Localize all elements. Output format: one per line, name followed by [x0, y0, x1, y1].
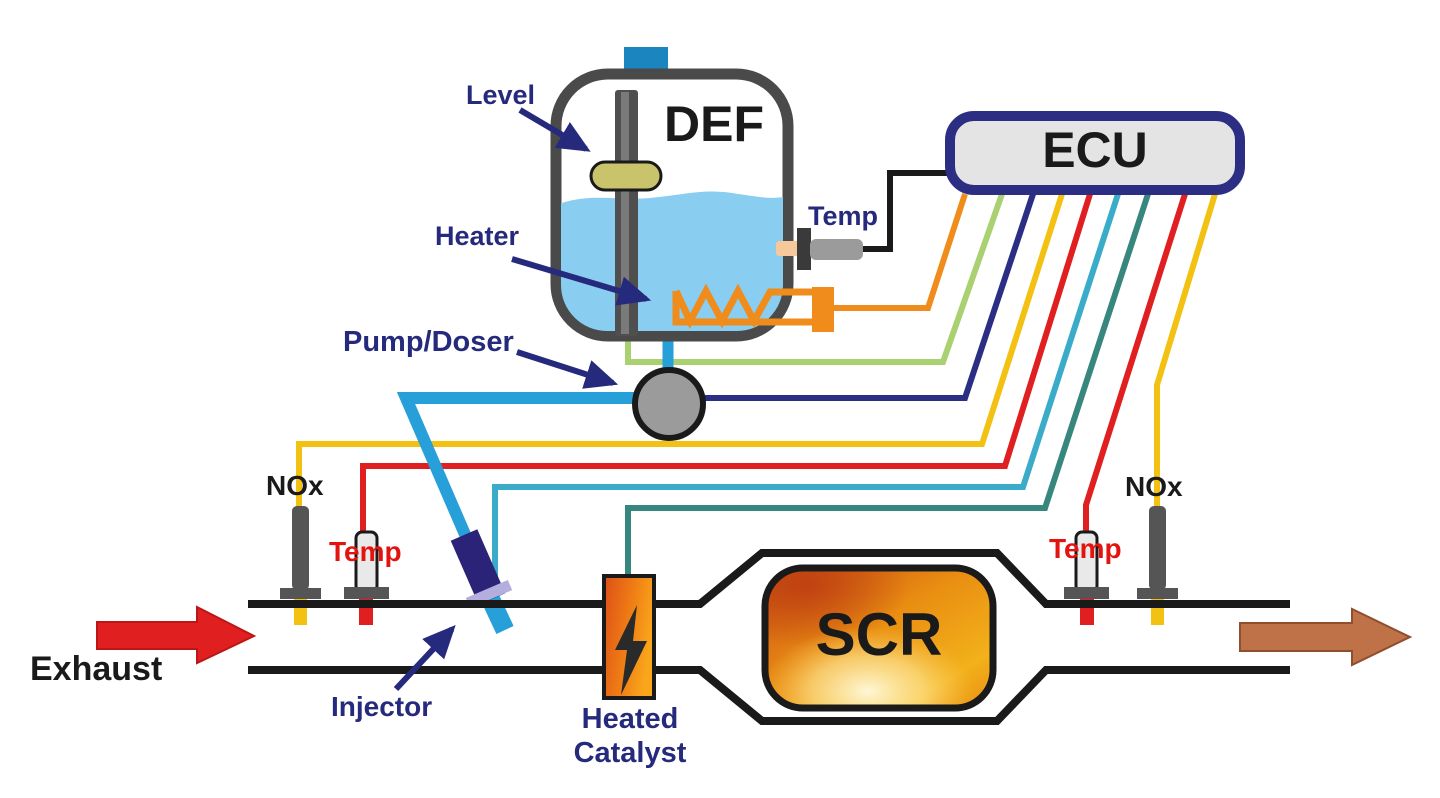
wire-temp-left-red — [360, 193, 1093, 534]
heater-label: Heater — [435, 221, 520, 251]
nox-right-label: NOx — [1125, 471, 1183, 502]
nox-sensor-right — [1137, 506, 1178, 599]
heater-pointer-arrow — [511, 256, 652, 306]
nox-sensor-left — [280, 506, 321, 599]
lightning-bolt-icon — [615, 605, 647, 695]
wire-nox-left-yellow — [296, 193, 1065, 508]
wire-nox-right-yellow — [1154, 193, 1218, 508]
ecu-label: ECU — [1042, 122, 1148, 178]
def-tank-label: DEF — [664, 96, 764, 152]
tank-heater-element — [672, 283, 812, 329]
def-supply-line — [396, 392, 640, 549]
injector-pointer-arrow — [393, 625, 456, 692]
exhaust-inlet-arrow — [96, 605, 257, 665]
tank-temp-sensor — [776, 228, 863, 270]
pump-pointer-arrow — [516, 349, 619, 389]
ecu-box — [945, 111, 1245, 195]
def-tank — [550, 47, 863, 342]
level-label: Level — [466, 80, 536, 110]
level-float — [589, 160, 663, 192]
tank-temp-label: Temp — [808, 201, 879, 231]
pump-doser-label: Pump/Doser — [343, 326, 514, 358]
def-fluid — [561, 191, 783, 331]
heater-connector-block — [812, 287, 834, 332]
wire-level-green — [625, 193, 1005, 365]
nox-left-label: NOx — [266, 470, 324, 501]
scr-label: SCR — [815, 601, 943, 668]
wire-catalyst-teal — [625, 193, 1151, 578]
scr-catalyst — [761, 564, 997, 712]
level-sensor — [589, 90, 663, 336]
label-pointer-arrows — [393, 107, 652, 692]
exhaust-label: Exhaust — [30, 650, 163, 688]
wire-temp-right-red — [1083, 193, 1188, 534]
heated-catalyst — [602, 574, 656, 700]
wire-pump-navy — [700, 193, 1036, 401]
temp-sensor-left — [344, 530, 389, 599]
heated-catalyst-label: Heated Catalyst — [573, 703, 687, 770]
outlet-arrow — [1239, 607, 1413, 667]
injector-label: Injector — [331, 691, 433, 722]
injector-body — [450, 529, 506, 605]
temp-sensor-right — [1064, 530, 1109, 599]
level-pointer-arrow — [518, 107, 591, 152]
temp-right-label: Temp — [1049, 533, 1122, 564]
pump-doser-unit — [632, 367, 706, 441]
wire-tank-temp-black — [860, 170, 950, 252]
ecu-wiring-harness — [296, 170, 1218, 580]
temp-left-label: Temp — [329, 536, 402, 567]
wire-heater-orange — [834, 193, 968, 311]
wire-injector-cyan — [492, 193, 1121, 580]
